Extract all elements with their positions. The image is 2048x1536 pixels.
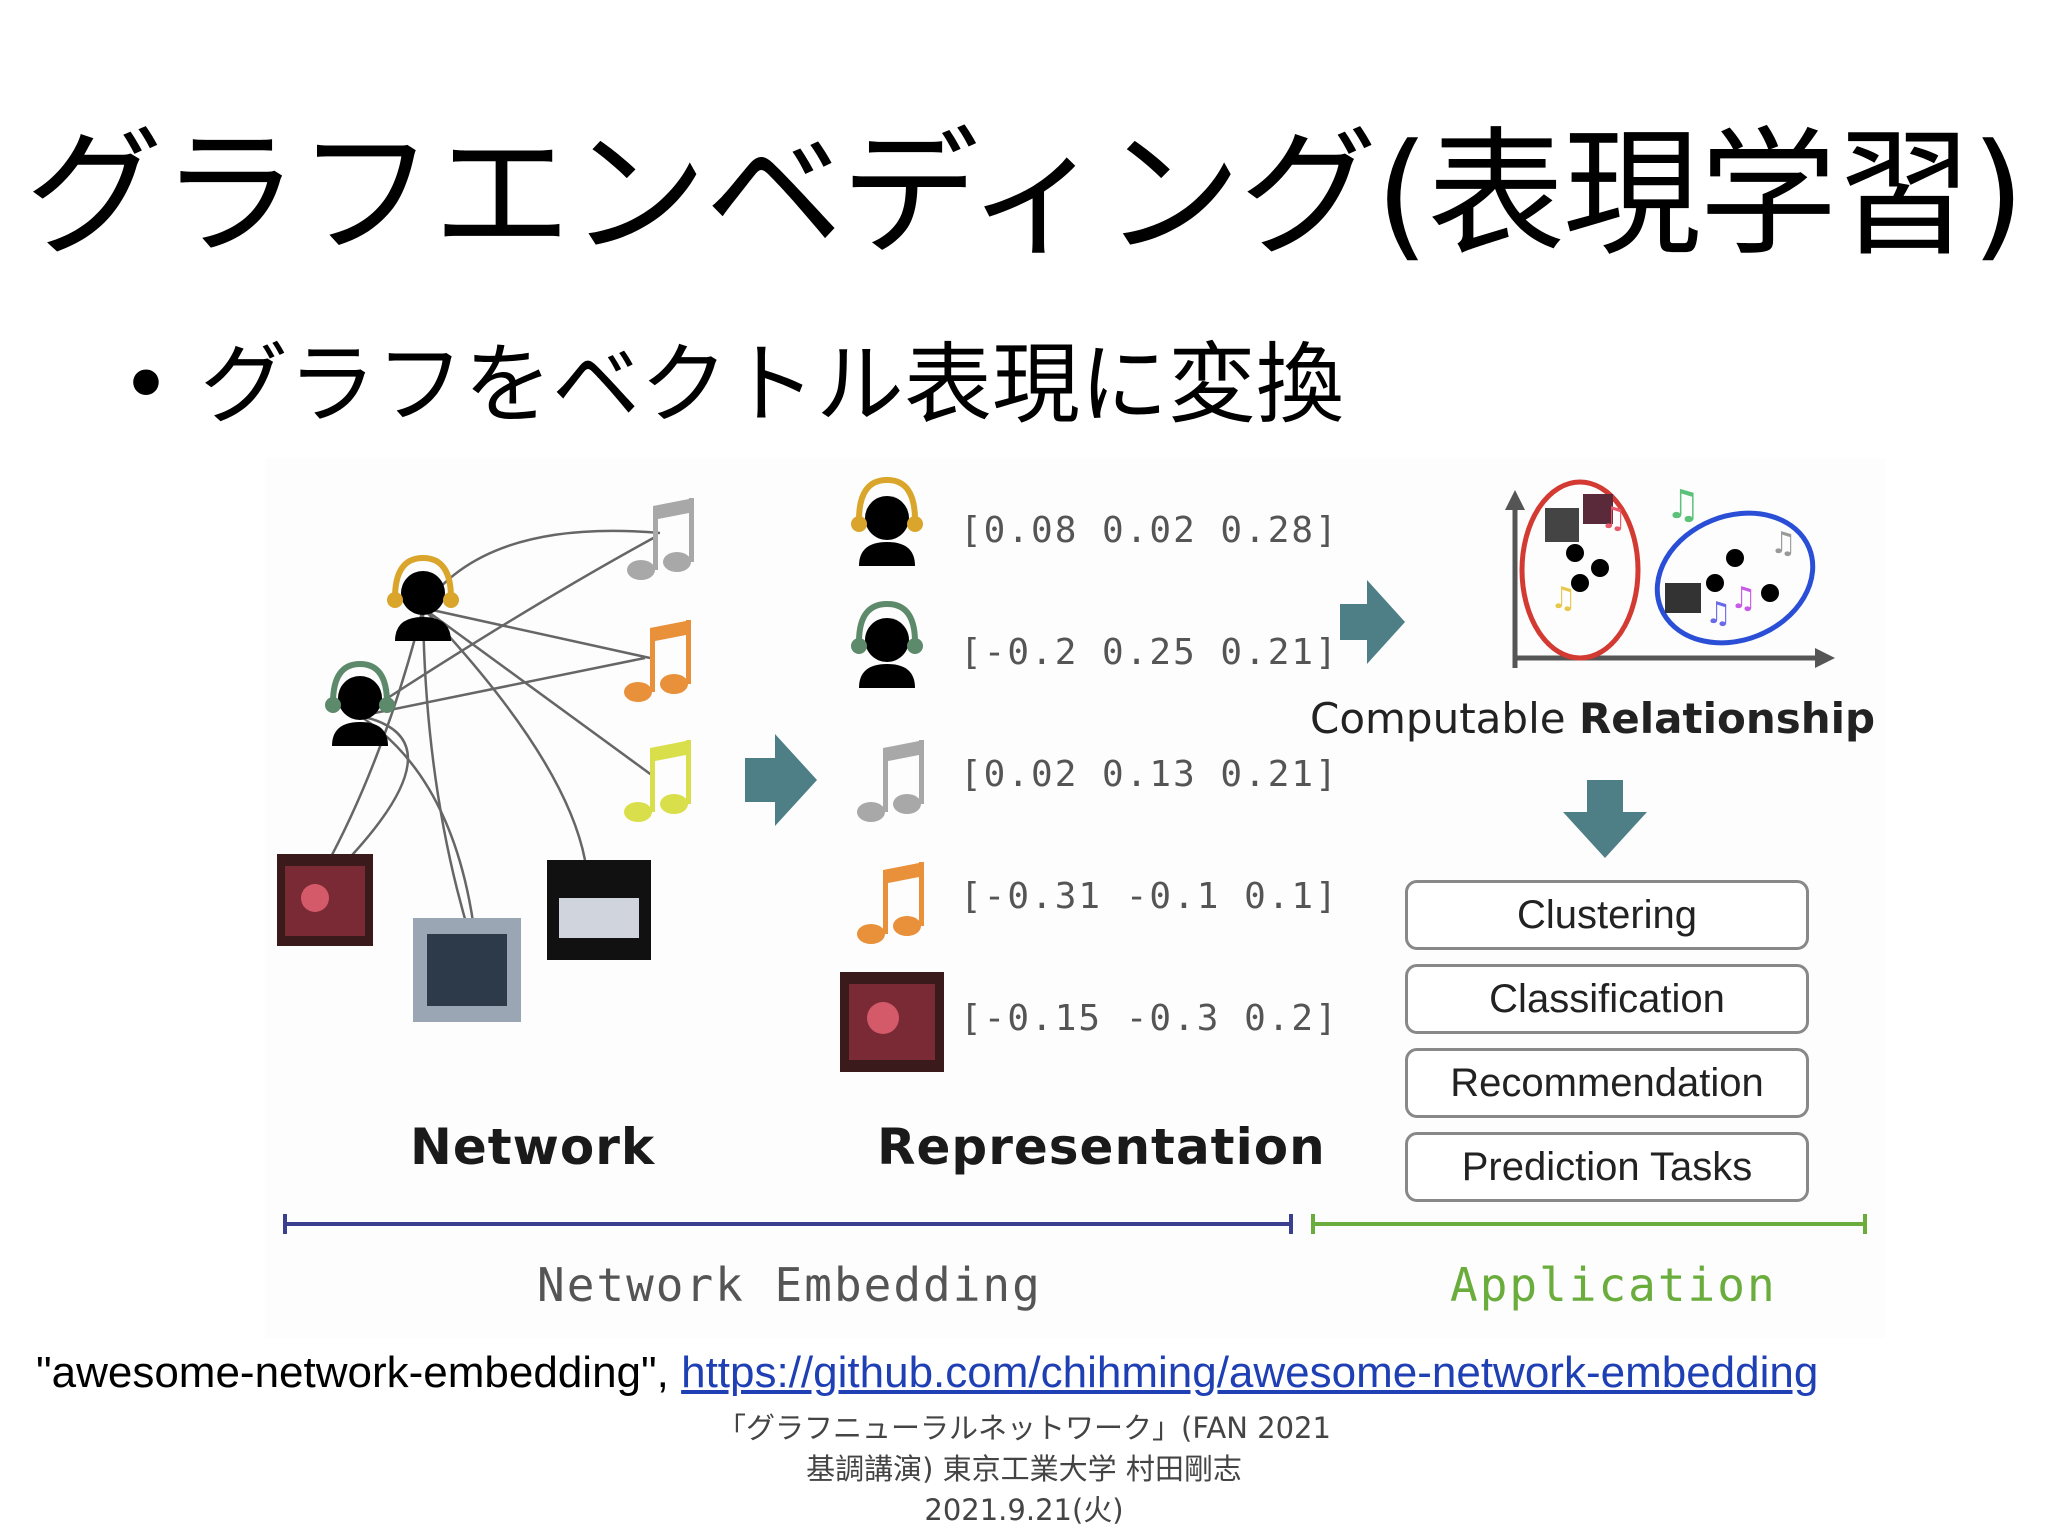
network-note-gray-icon [627,498,694,580]
computable-bold: Relationship [1578,694,1876,743]
arrow-to-representation-icon [745,734,817,826]
representation-album-photo [840,972,944,1072]
embedding-vector: [0.02 0.13 0.21] [960,754,1339,795]
embedding-vector: [-0.31 -0.1 0.1] [960,876,1339,917]
embedding-vector: [-0.2 0.25 0.21] [960,632,1339,673]
network-embedding-bracket [283,1214,1293,1234]
task-prediction: Prediction Tasks [1405,1132,1809,1202]
credit-line-2: 基調講演) 東京工業大学 村田剛志 [806,1452,1242,1486]
network-album-photo-1 [277,854,373,946]
network-listener-yellow-icon [387,554,459,641]
credit-line-3: 2021.9.21(火) [924,1493,1124,1527]
arrow-to-relationship-icon [1340,580,1405,664]
relationship-scatter-plot: ♫ ♫ ♫ ♫ ♫ ♫ [1505,479,1835,668]
bullet-dot-icon: • [120,333,172,436]
reference-citation: "awesome-network-embedding", https://git… [36,1345,1818,1401]
svg-text:♫: ♫ [1705,596,1732,631]
computable-prefix: Computable [1310,694,1566,743]
network-note-yellow-icon [624,740,691,822]
network-embedding-span-label: Network Embedding [537,1258,1042,1312]
reference-link[interactable]: https://github.com/chihming/awesome-netw… [681,1348,1819,1397]
representation-note-gray-icon [857,740,924,822]
figure-graphics: ♫ ♫ ♫ ♫ ♫ ♫ [277,476,1867,1234]
svg-text:♫: ♫ [1730,581,1757,616]
slide-title: グラフエンベディング(表現学習) [24,114,2025,275]
task-classification: Classification [1405,964,1809,1034]
svg-text:♫: ♫ [1770,526,1797,561]
slide-credit: 「グラフニューラルネットワーク」(FAN 2021 基調講演) 東京工業大学 村… [624,1408,1424,1531]
application-bracket [1311,1214,1867,1234]
embedding-vector: [0.08 0.02 0.28] [960,510,1339,551]
network-album-photo-2 [413,918,521,1022]
representation-note-orange-icon [857,862,924,944]
embedding-vector: [-0.15 -0.3 0.2] [960,998,1339,1039]
application-span-label: Application [1450,1258,1777,1312]
representation-listener-green-icon [851,600,923,688]
svg-text:♫: ♫ [1600,501,1627,536]
bullet-point: • グラフをベクトル表現に変換 [120,330,1344,440]
representation-label: Representation [877,1118,1326,1176]
credit-line-1: 「グラフニューラルネットワーク」(FAN 2021 [717,1411,1331,1445]
network-listener-green-icon [325,660,395,746]
network-label: Network [410,1118,656,1176]
network-album-photo-3 [547,860,651,960]
task-recommendation: Recommendation [1405,1048,1809,1118]
network-embedding-figure: ♫ ♫ ♫ ♫ ♫ ♫ [0.08 0.02 0.28] [-0.2 0.25 … [265,458,1885,1338]
svg-text:♫: ♫ [1665,482,1701,528]
reference-name: "awesome-network-embedding", [36,1348,682,1397]
svg-text:♫: ♫ [1550,581,1577,616]
representation-listener-yellow-icon [851,476,923,566]
bullet-text: グラフをベクトル表現に変換 [200,333,1345,436]
task-clustering: Clustering [1405,880,1809,950]
arrow-to-tasks-icon [1563,780,1647,858]
computable-relationship-label: Computable Relationship [1310,694,1875,743]
